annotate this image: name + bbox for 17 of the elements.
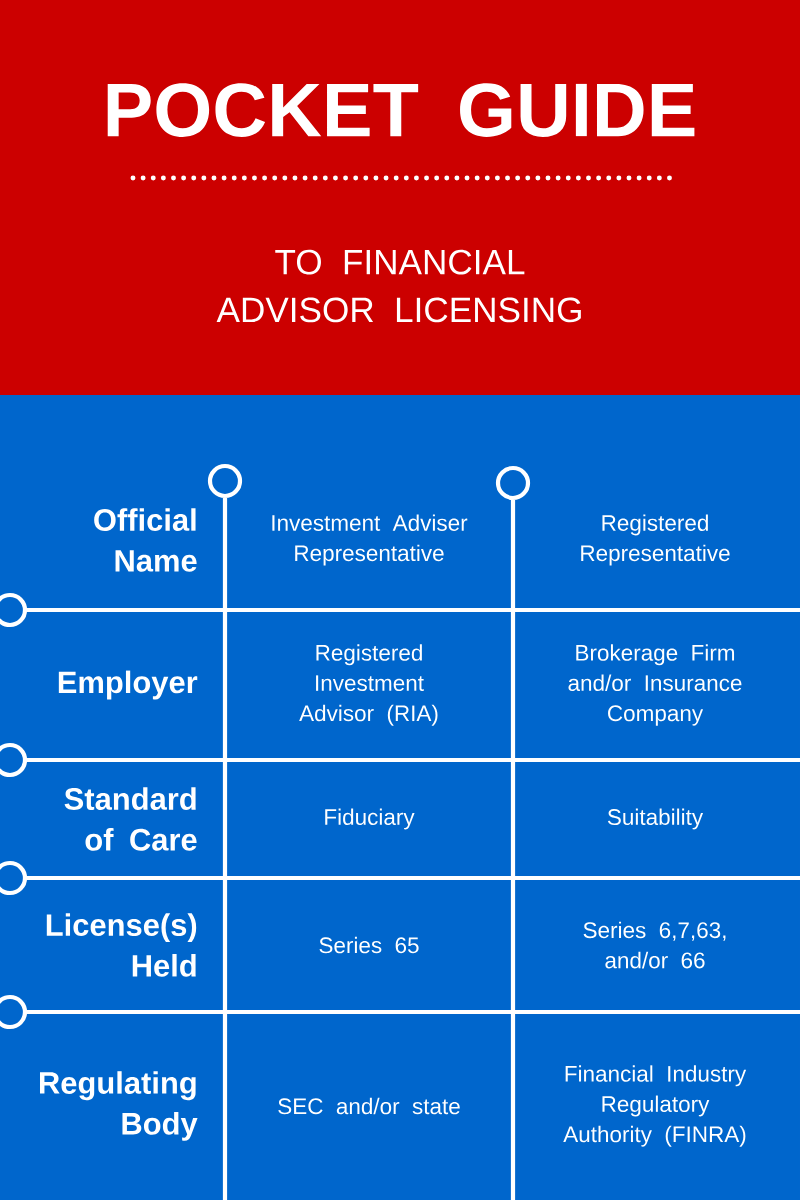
table-cell-text: Fiduciary [325, 808, 415, 830]
row-label: Regulating Body [40, 1071, 198, 1141]
table-cell-text: Brokerage Firm and/or Insurance Company [568, 644, 742, 726]
table-cell-text: Suitability [607, 808, 704, 830]
row-label: License(s) Held [46, 913, 197, 977]
row-label: Employer [58, 670, 198, 700]
subtitle: TO FINANCIAL ADVISOR LICENSING [216, 249, 581, 323]
table-cell-text: Series 65 [319, 936, 419, 954]
row-label: Official Name [94, 508, 197, 572]
title: POCKET GUIDE [107, 83, 695, 137]
table-cell-text: SEC and/or state [278, 1097, 460, 1115]
table-cell-text: Series 6,7,63, and/or 66 [583, 921, 726, 969]
table-cell-text: Financial Industry Regulatory Authority (FINRA) [563, 1065, 747, 1147]
table-cell-text: Investment Adviser Representative [272, 514, 468, 566]
table-cell-text: Registered Investment Advisor (RIA) [299, 644, 438, 726]
row-label: Standard of Care [64, 787, 197, 851]
table-cell-text: Registered Representative [581, 514, 730, 566]
